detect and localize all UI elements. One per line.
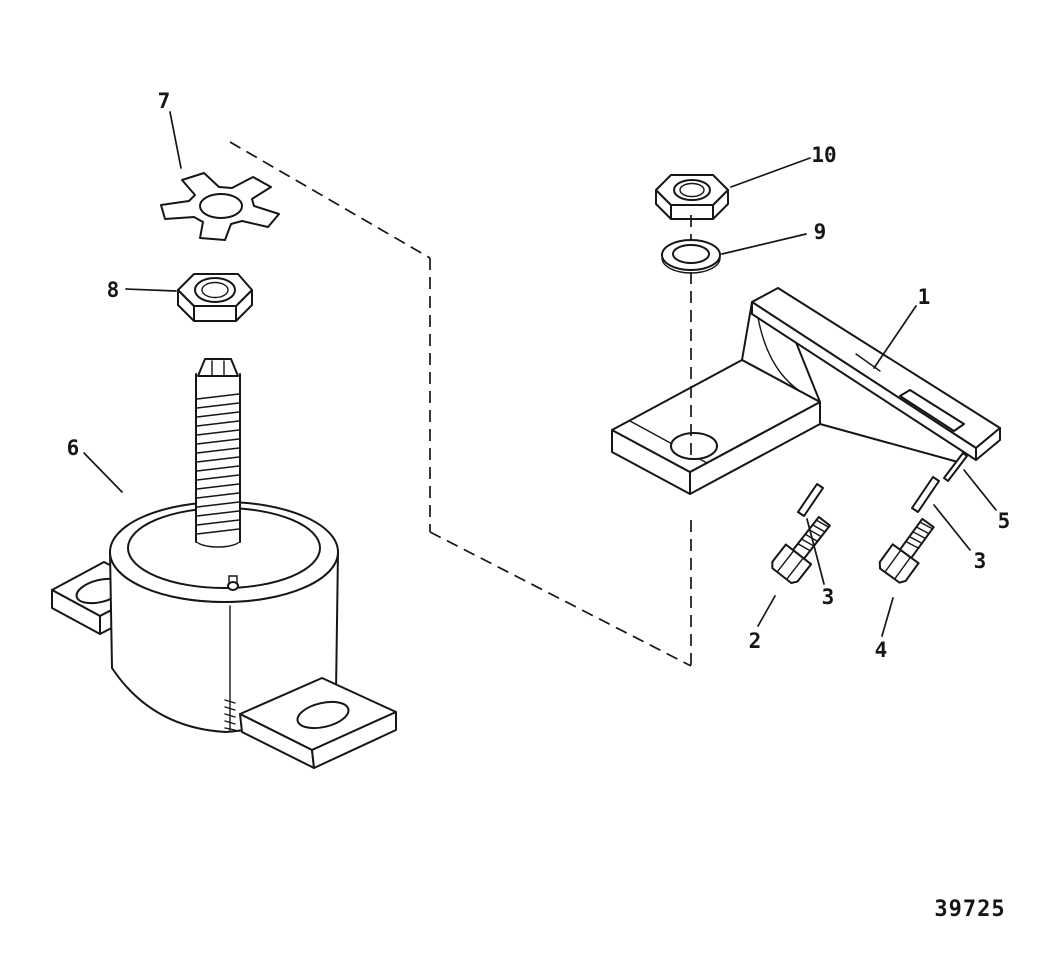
part-washer	[661, 239, 721, 274]
part-engine-mount	[51, 358, 397, 769]
callout-3-left: 3	[822, 585, 835, 609]
callout-6: 6	[67, 436, 80, 460]
mount-seam	[224, 605, 236, 731]
part-pin-3-left	[797, 483, 824, 517]
callout-7: 7	[158, 89, 171, 113]
projection-lines	[229, 141, 692, 667]
figure-number: 39725	[934, 897, 1005, 922]
part-bolt-2	[771, 515, 831, 585]
mount-right-foot	[239, 677, 397, 769]
bracket-arm	[751, 287, 1001, 461]
part-pin-5	[943, 452, 968, 482]
bracket-hole	[670, 432, 718, 460]
part-pin-3-right	[911, 476, 940, 513]
part-hex-nut-8	[177, 273, 253, 322]
callout-2: 2	[749, 629, 762, 653]
mount-stud	[195, 358, 241, 548]
callout-5: 5	[998, 509, 1011, 533]
part-bolt-4	[878, 517, 935, 584]
part-bracket	[611, 287, 1001, 495]
part-hex-nut-10	[655, 174, 729, 220]
mount-nub	[227, 575, 239, 591]
callout-10: 10	[811, 143, 836, 167]
part-star-washer	[160, 172, 280, 241]
bracket-base	[611, 359, 821, 495]
callout-3-right: 3	[974, 549, 987, 573]
callout-9: 9	[814, 220, 827, 244]
callout-4: 4	[875, 638, 888, 662]
callout-1: 1	[918, 285, 931, 309]
leader-lines	[83, 111, 997, 637]
callout-8: 8	[107, 278, 120, 302]
